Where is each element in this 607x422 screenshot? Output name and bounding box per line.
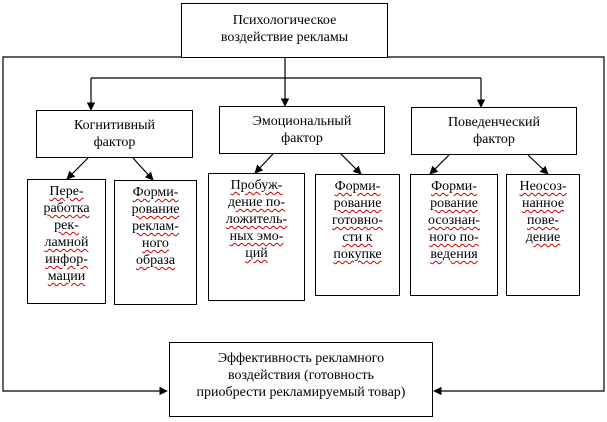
factor-box-cognitive: Когнитивный фактор bbox=[36, 110, 193, 158]
box-text-line: фактор bbox=[93, 135, 136, 150]
arrow-cognitive-to-processing bbox=[66, 157, 89, 180]
box-text-line: ложитель- bbox=[225, 212, 288, 227]
box-text-line: рование bbox=[430, 196, 478, 211]
arrow-emotional-to-emotions bbox=[254, 153, 274, 174]
box-text-line: фактор bbox=[473, 132, 515, 147]
arrow-cognitive-to-image bbox=[132, 157, 154, 181]
box-text-line: осознан- bbox=[428, 213, 480, 228]
box-text-line: работка bbox=[43, 201, 90, 216]
box-text-line: Когнитивный bbox=[74, 118, 155, 133]
box-text-line: ного bbox=[142, 236, 169, 251]
box-text-line: дение bbox=[525, 230, 561, 245]
item-box-conscious-behavior: Форми-рование осознан-ного по-ведения bbox=[410, 174, 498, 296]
box-text-line: рование bbox=[131, 202, 180, 217]
box-text-line: воздействия (готовность bbox=[228, 368, 374, 383]
box-text-line: ных эмо- bbox=[229, 229, 284, 244]
left-loop-connector bbox=[2, 56, 182, 396]
box-text-line: ного по- bbox=[429, 230, 479, 245]
box-text-line: приобрести рекламируемый товар) bbox=[196, 385, 406, 400]
box-text-line: воздействие рекламы bbox=[220, 30, 349, 45]
box-text-line: Форми- bbox=[431, 179, 477, 194]
right-loop-connector bbox=[387, 56, 605, 396]
arrow-emotional-to-readiness bbox=[340, 153, 362, 175]
box-text-line: Поведенческий bbox=[447, 115, 541, 130]
item-box-purchase-readiness: Форми-рование готовно-сти к покупке bbox=[315, 174, 400, 296]
box-text-line: фактор bbox=[281, 131, 323, 146]
box-text-line: ведения bbox=[430, 247, 478, 262]
item-box-information-processing: Пере-работка рек-ламной инфор-мации bbox=[27, 179, 106, 304]
box-text-line: готовно- bbox=[332, 213, 383, 228]
arrow-behavioral-to-unconscious bbox=[527, 154, 549, 175]
box-text-line: мации bbox=[47, 269, 86, 284]
box-text-line: Форми- bbox=[334, 179, 381, 194]
item-box-unconscious-behavior: Неосоз-нанное пове-дение bbox=[506, 174, 580, 296]
box-text-line: сти к bbox=[342, 230, 373, 245]
box-text-line: пове- bbox=[527, 213, 559, 228]
box-text-line: ламной bbox=[44, 235, 89, 250]
root-box: Психологическое воздействие рекламы bbox=[181, 3, 388, 58]
box-text-line: покупке bbox=[333, 247, 382, 262]
box-text-line: Эффективность рекламного bbox=[217, 351, 385, 366]
box-text-line: Пере- bbox=[49, 184, 84, 199]
box-text-line: нанное bbox=[521, 196, 565, 211]
item-box-positive-emotions: Пробуж-дение по-ложитель-ных эмо-ций bbox=[208, 173, 305, 301]
box-text-line: Пробуж- bbox=[230, 178, 283, 193]
box-text-line: инфор- bbox=[45, 252, 88, 267]
arrow-behavioral-to-conscious bbox=[429, 154, 450, 175]
factor-box-behavioral: Поведенческий фактор bbox=[411, 107, 577, 155]
box-text-line: образа bbox=[135, 253, 176, 268]
box-text-line: Психологическое bbox=[232, 13, 337, 28]
box-text-line: рование bbox=[333, 196, 382, 211]
box-text-line: ций bbox=[245, 246, 268, 261]
box-text-line: Форми- bbox=[132, 185, 179, 200]
box-text-line: дение по- bbox=[227, 195, 286, 210]
item-box-ad-image-forming: Форми-рование реклам-ного образа bbox=[114, 180, 197, 305]
outcome-box: Эффективность рекламного воздействия (гот… bbox=[169, 342, 433, 417]
factor-box-emotional: Эмоциональный фактор bbox=[219, 106, 385, 154]
box-text-line: Неосоз- bbox=[519, 179, 567, 194]
box-text-line: реклам- bbox=[132, 219, 179, 234]
box-text-line: Эмоциональный bbox=[252, 114, 352, 129]
box-text-line: рек- bbox=[54, 218, 79, 233]
